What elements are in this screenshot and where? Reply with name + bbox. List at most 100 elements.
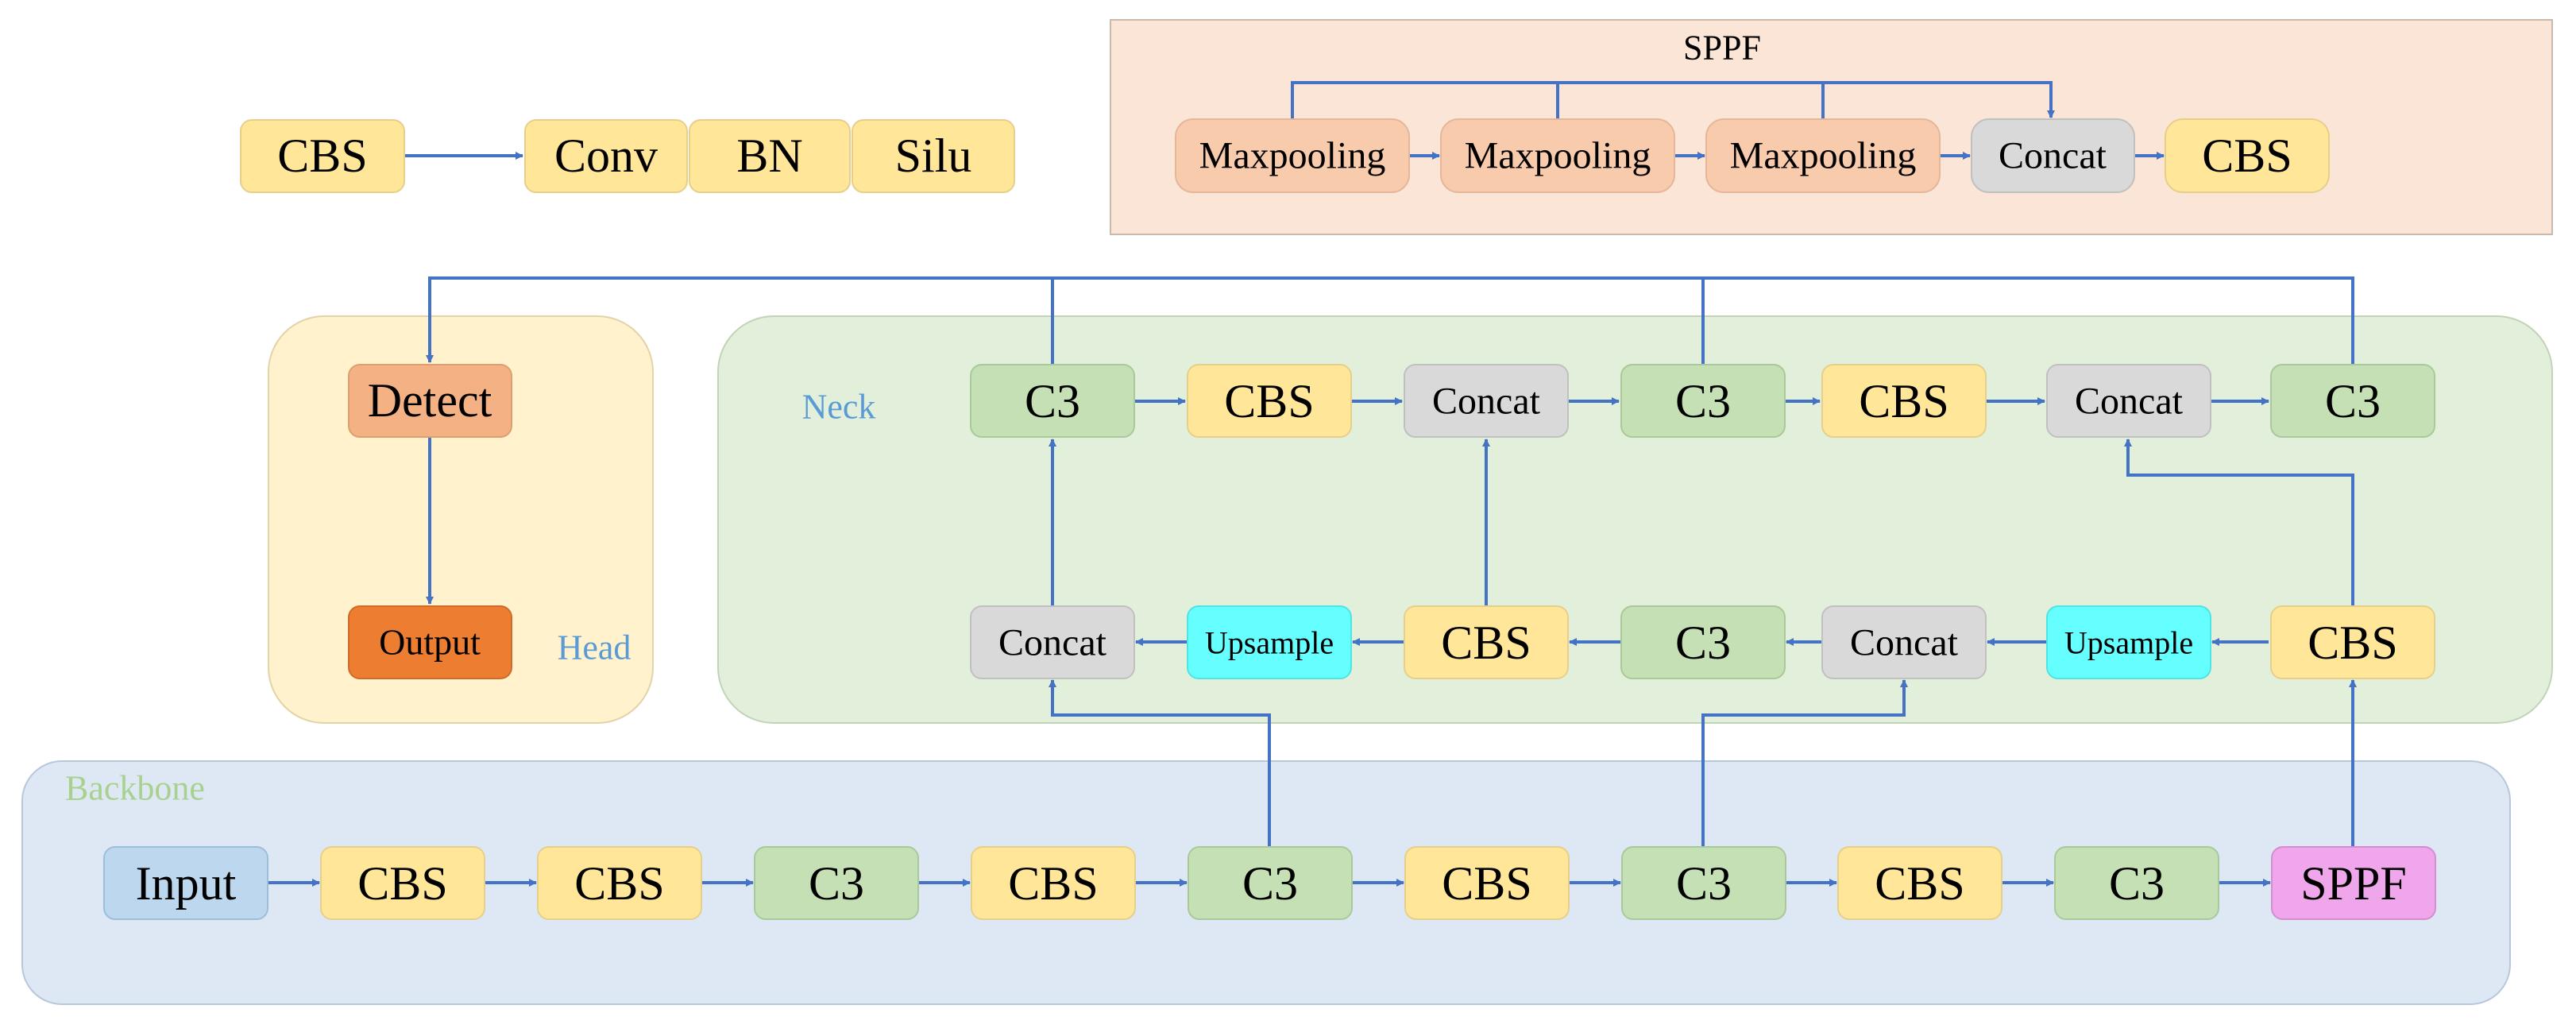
head-title: Head xyxy=(558,628,631,667)
sppf-maxpool-2: Maxpooling xyxy=(1440,118,1675,193)
backbone-block-3-box xyxy=(537,846,702,920)
sppf-concat-label: Concat xyxy=(1999,135,2107,177)
neck-bottom-block-4-label: C3 xyxy=(1675,617,1731,669)
backbone-block-7-label: CBS xyxy=(1442,857,1531,910)
backbone-block-3-label: CBS xyxy=(574,857,664,910)
head-output-block: Output xyxy=(348,605,512,679)
backbone-block-9-box xyxy=(1837,846,2002,920)
backbone-block-2-label: CBS xyxy=(357,857,447,910)
neck-top-block-2-label: CBS xyxy=(1224,375,1314,427)
backbone-row: Input CBS CBS C3 CBS C3 CBS C3 CBS C3 SPPF xyxy=(103,846,2436,920)
sppf-concat: Concat xyxy=(1971,118,2135,193)
head-output-label: Output xyxy=(379,622,481,663)
sppf-maxpool-3: Maxpooling xyxy=(1705,118,1941,193)
neck-top-block-6: Concat xyxy=(2046,364,2211,438)
backbone-block-10: C3 xyxy=(2054,846,2219,920)
neck-top-block-7: C3 xyxy=(2270,364,2435,438)
sppf-maxpool-1-label: Maxpooling xyxy=(1199,135,1386,177)
neck-bottom-block-7: CBS xyxy=(2270,605,2435,679)
legend-silu-block: Silu xyxy=(852,119,1015,193)
sppf-maxpool-1: Maxpooling xyxy=(1175,118,1410,193)
neck-top-block-1-label: C3 xyxy=(1025,375,1080,427)
arrow-nb7-up-to-nt6 xyxy=(2124,439,2354,605)
neck-top-block-7-box xyxy=(2270,364,2435,438)
backbone-block-7: CBS xyxy=(1404,846,1570,920)
backbone-block-5-box xyxy=(971,846,1136,920)
backbone-block-7-box xyxy=(1404,846,1570,920)
neck-top-block-4-box xyxy=(1620,364,1786,438)
neck-top-block-6-label: Concat xyxy=(2075,381,2184,423)
sppf-panel-title: SPPF xyxy=(1683,29,1761,68)
neck-top-block-5-box xyxy=(1821,364,1987,438)
backbone-block-3: CBS xyxy=(537,846,702,920)
backbone-block-11: SPPF xyxy=(2271,846,2436,920)
head-detect-block: Detect xyxy=(348,364,512,438)
backbone-block-10-box xyxy=(2054,846,2219,920)
backbone-block-11-label: SPPF xyxy=(2300,857,2406,910)
neck-bottom-block-3: CBS xyxy=(1404,605,1569,679)
sppf-row: Maxpooling Maxpooling Maxpooling Concat … xyxy=(1175,118,2330,193)
backbone-block-5-label: CBS xyxy=(1008,857,1098,910)
neck-top-block-6-box xyxy=(2046,364,2211,438)
neck-bottom-block-6: Upsample xyxy=(2046,605,2211,679)
backbone-block-9-label: CBS xyxy=(1875,857,1964,910)
sppf-cbs-label: CBS xyxy=(2202,130,2292,182)
backbone-block-1-label: Input xyxy=(136,857,237,910)
neck-top-block-5: CBS xyxy=(1821,364,1987,438)
neck-bottom-block-2-label: Upsample xyxy=(1205,625,1334,661)
backbone-block-8-label: C3 xyxy=(1676,857,1732,910)
arrow-bb6-to-nb1 xyxy=(1049,679,1271,847)
backbone-block-6: C3 xyxy=(1188,846,1353,920)
neck-bottom-block-2: Upsample xyxy=(1187,605,1352,679)
backbone-title: Backbone xyxy=(65,769,205,808)
neck-bottom-block-5-label: Concat xyxy=(1850,622,1959,664)
backbone-block-11-box xyxy=(2271,846,2436,920)
neck-bottom-block-5-box xyxy=(1821,605,1987,679)
neck-out-bus xyxy=(426,276,2354,364)
neck-bottom-block-1-box xyxy=(970,605,1135,679)
backbone-block-8: C3 xyxy=(1621,846,1786,920)
sppf-skip-bus xyxy=(1291,81,2055,119)
legend-silu-label: Silu xyxy=(895,130,972,182)
backbone-block-6-label: C3 xyxy=(1242,857,1298,910)
neck-top-block-2: CBS xyxy=(1187,364,1352,438)
neck-top-block-2-box xyxy=(1187,364,1352,438)
backbone-block-9: CBS xyxy=(1837,846,2002,920)
neck-title: Neck xyxy=(802,388,876,427)
neck-bottom-block-5: Concat xyxy=(1821,605,1987,679)
connectors xyxy=(268,81,2357,887)
neck-top-block-1: C3 xyxy=(970,364,1135,438)
backbone-block-5: CBS xyxy=(971,846,1136,920)
neck-top-block-5-label: CBS xyxy=(1859,375,1948,427)
neck-top-block-3-box xyxy=(1404,364,1569,438)
sppf-maxpool-3-label: Maxpooling xyxy=(1730,135,1917,177)
backbone-block-1-box xyxy=(103,846,268,920)
neck-bottom-block-4: C3 xyxy=(1620,605,1786,679)
neck-bottom-block-7-box xyxy=(2270,605,2435,679)
legend-conv-label: Conv xyxy=(554,130,658,182)
neck-bottom-block-4-box xyxy=(1620,605,1786,679)
arrow-bb8-to-nb5 xyxy=(1701,679,1908,847)
neck-bottom-block-6-label: Upsample xyxy=(2064,625,2193,661)
neck-top-row: C3 CBS Concat C3 CBS Concat C3 xyxy=(970,364,2435,438)
neck-bottom-block-1: Concat xyxy=(970,605,1135,679)
sppf-maxpool-2-label: Maxpooling xyxy=(1465,135,1651,177)
neck-bottom-block-1-label: Concat xyxy=(998,622,1107,664)
neck-bottom-block-6-box xyxy=(2046,605,2211,679)
neck-bottom-block-7-label: CBS xyxy=(2308,617,2397,669)
backbone-block-4-box xyxy=(754,846,919,920)
neck-top-block-4-label: C3 xyxy=(1675,375,1731,427)
backbone-block-2: CBS xyxy=(320,846,485,920)
neck-top-block-7-label: C3 xyxy=(2325,375,2381,427)
legend-conv-block: Conv xyxy=(524,119,688,193)
legend-cbs-block: CBS xyxy=(240,119,405,193)
neck-bottom-block-3-label: CBS xyxy=(1441,617,1531,669)
neck-bottom-block-2-box xyxy=(1187,605,1352,679)
backbone-block-1: Input xyxy=(103,846,268,920)
backbone-block-10-label: C3 xyxy=(2109,857,2165,910)
backbone-block-4: C3 xyxy=(754,846,919,920)
neck-bottom-block-3-box xyxy=(1404,605,1569,679)
neck-top-block-3: Concat xyxy=(1404,364,1569,438)
legend: CBS Conv BN Silu xyxy=(240,119,1015,193)
